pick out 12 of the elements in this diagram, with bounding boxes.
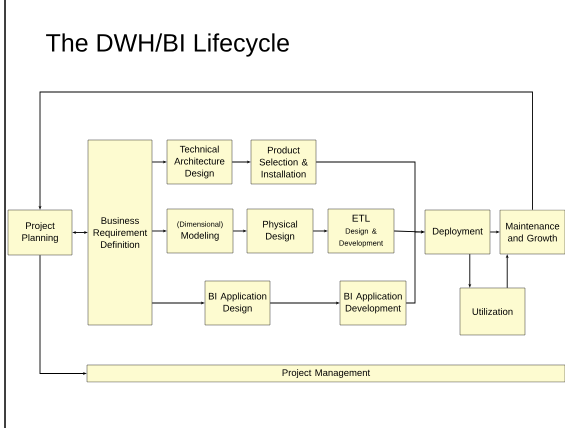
process-box: Business Requirement Definition bbox=[88, 140, 152, 326]
process-box: BI Application Design bbox=[204, 280, 270, 326]
process-box: Physical Design bbox=[246, 208, 314, 254]
process-box: Technical Architecture Design bbox=[166, 140, 232, 184]
process-box: Utilization bbox=[460, 288, 526, 336]
band: Project Management bbox=[86, 364, 565, 382]
process-box: Project Planning bbox=[8, 210, 72, 256]
process-box: Maintenance and Growth bbox=[500, 210, 565, 254]
process-box: Product Selection & Installation bbox=[250, 140, 316, 184]
process-box: Deployment bbox=[424, 210, 490, 254]
process-box: BI Application Development bbox=[340, 280, 406, 326]
title: The DWH/BI Lifecycle bbox=[46, 33, 289, 57]
